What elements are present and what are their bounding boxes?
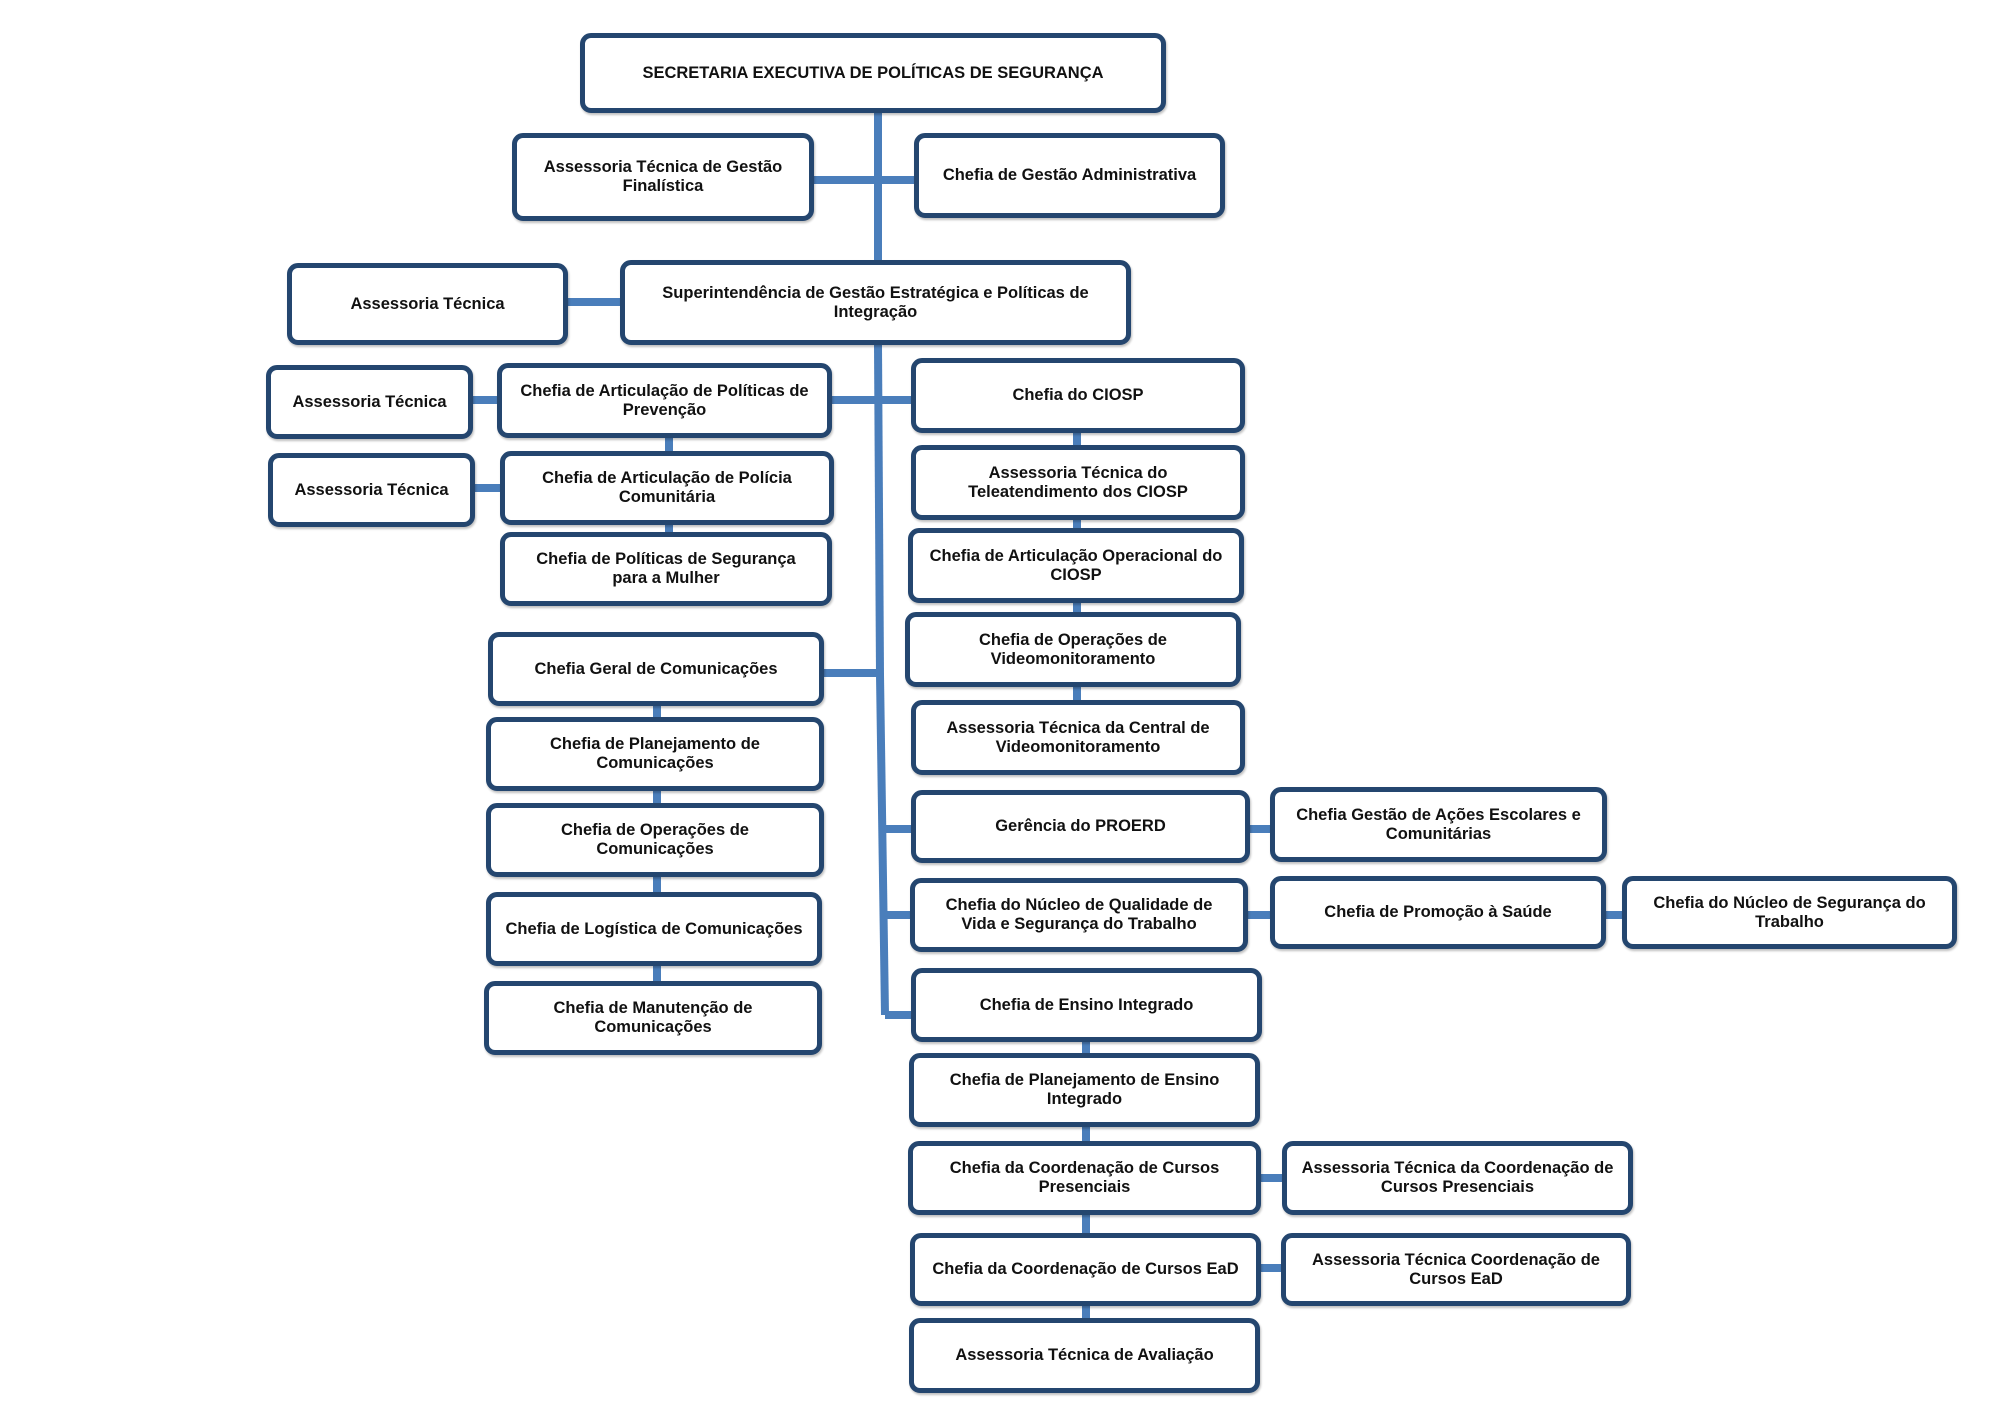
node-assessoria-tecnica-gestao-finalistica: Assessoria Técnica de Gestão Finalística (512, 133, 814, 221)
node-label: Assessoria Técnica da Central de Videomo… (946, 718, 1210, 756)
node-label: Chefia de Planejamento de Comunicações (550, 735, 760, 772)
node-chefia-ciosp: Chefia do CIOSP (911, 358, 1245, 433)
node-label: Chefia de Operações de Videomonitorament… (979, 630, 1167, 668)
node-label: Chefia Gestão de Ações Escolares e Comun… (1296, 805, 1581, 843)
node-assessoria-tecnica-prevencao: Assessoria Técnica (266, 365, 473, 439)
node-assessoria-teleatendimento: Assessoria Técnica do Teleatendimento do… (911, 445, 1245, 520)
node-label: Chefia do Núcleo de Segurança do Trabalh… (1653, 893, 1926, 931)
node-label: Assessoria Técnica (350, 294, 505, 313)
node-label: Chefia de Políticas de Segurança para a … (536, 550, 796, 587)
node-label: Chefia de Planejamento de Ensino Integra… (949, 1071, 1220, 1108)
node-label: Assessoria Técnica da Coordenação de Cur… (1301, 1159, 1614, 1196)
node-chefia-geral-comunicacoes: Chefia Geral de Comunicações (488, 632, 824, 706)
node-chefia-ensino-integrado: Chefia de Ensino Integrado (911, 968, 1262, 1042)
node-chefia-planejamento-ensino: Chefia de Planejamento de Ensino Integra… (909, 1053, 1260, 1127)
node-label: Chefia de Operações de Comunicações (561, 821, 749, 858)
connector-trunk-main (874, 344, 884, 676)
node-label: Chefia de Promoção à Saúde (1324, 903, 1552, 921)
node-chefia-nucleo-qualidade-vida: Chefia do Núcleo de Qualidade de Vida e … (910, 878, 1248, 952)
node-assessoria-tecnica-policia-comunitaria: Assessoria Técnica (268, 453, 475, 527)
node-chefia-cursos-presenciais: Chefia da Coordenação de Cursos Presenci… (908, 1141, 1261, 1215)
node-label: Assessoria Técnica Coordenação de Cursos… (1312, 1250, 1600, 1288)
node-label: Chefia de Gestão Administrativa (942, 166, 1197, 184)
node-label: SECRETARIA EXECUTIVA DE POLÍTICAS DE SEG… (642, 63, 1104, 82)
node-chefia-manutencao-comunicacoes: Chefia de Manutenção de Comunicações (484, 981, 822, 1055)
node-chefia-gestao-administrativa: Chefia de Gestão Administrativa (914, 133, 1225, 218)
node-label: Chefia da Coordenação de Cursos EaD (932, 1260, 1239, 1278)
node-superintendencia: Superintendência de Gestão Estratégica e… (620, 260, 1131, 345)
node-label: Assessoria Técnica (292, 392, 447, 411)
node-assessoria-avaliacao: Assessoria Técnica de Avaliação (909, 1318, 1260, 1393)
node-assessoria-tecnica-superintendencia: Assessoria Técnica (287, 263, 568, 345)
node-chefia-logistica-comunicacoes: Chefia de Logística de Comunicações (486, 892, 822, 966)
node-label: Chefia do Núcleo de Qualidade de Vida e … (945, 896, 1213, 933)
connector-trunk-lower (876, 674, 889, 1016)
node-chefia-cursos-ead: Chefia da Coordenação de Cursos EaD (910, 1233, 1261, 1306)
node-label: Chefia Geral de Comunicações (534, 659, 778, 678)
node-label: Chefia de Logística de Comunicações (505, 919, 803, 938)
node-chefia-gestao-acoes-escolares: Chefia Gestão de Ações Escolares e Comun… (1270, 787, 1607, 862)
node-label: Assessoria Técnica (294, 480, 449, 499)
node-chefia-promocao-saude: Chefia de Promoção à Saúde (1270, 876, 1606, 949)
node-label: Gerência do PROERD (995, 817, 1166, 835)
node-chefia-politicas-mulher: Chefia de Políticas de Segurança para a … (500, 532, 832, 606)
node-label: Chefia de Articulação Operacional do CIO… (929, 546, 1223, 584)
node-chefia-nucleo-seguranca-trabalho: Chefia do Núcleo de Segurança do Trabalh… (1622, 876, 1957, 949)
node-chefia-planejamento-comunicacoes: Chefia de Planejamento de Comunicações (486, 717, 824, 791)
node-label: Chefia de Ensino Integrado (979, 995, 1194, 1014)
node-secretaria: SECRETARIA EXECUTIVA DE POLÍTICAS DE SEG… (580, 33, 1166, 113)
node-chefia-articulacao-policia-comunitaria: Chefia de Articulação de Polícia Comunit… (500, 451, 834, 525)
node-label: Chefia da Coordenação de Cursos Presenci… (949, 1159, 1220, 1196)
node-gerencia-proerd: Gerência do PROERD (911, 790, 1250, 863)
node-assessoria-cursos-ead: Assessoria Técnica Coordenação de Cursos… (1281, 1233, 1631, 1306)
node-assessoria-central-videomonitoramento: Assessoria Técnica da Central de Videomo… (911, 700, 1245, 775)
node-label: Superintendência de Gestão Estratégica e… (662, 283, 1089, 321)
node-label: Chefia de Articulação de Polícia Comunit… (542, 469, 792, 506)
node-label: Chefia de Articulação de Políticas de Pr… (520, 381, 809, 419)
node-label: Assessoria Técnica de Avaliação (955, 1346, 1214, 1364)
node-chefia-articulacao-prevencao: Chefia de Articulação de Políticas de Pr… (497, 363, 832, 438)
node-label: Assessoria Técnica do Teleatendimento do… (968, 463, 1188, 501)
node-assessoria-cursos-presenciais: Assessoria Técnica da Coordenação de Cur… (1282, 1141, 1633, 1215)
node-label: Assessoria Técnica de Gestão Finalística (543, 158, 783, 195)
node-chefia-articulacao-operacional: Chefia de Articulação Operacional do CIO… (908, 528, 1244, 603)
node-chefia-operacoes-videomonitoramento: Chefia de Operações de Videomonitorament… (905, 612, 1241, 687)
node-label: Chefia de Manutenção de Comunicações (553, 999, 753, 1036)
node-chefia-operacoes-comunicacoes: Chefia de Operações de Comunicações (486, 803, 824, 877)
node-label: Chefia do CIOSP (1012, 386, 1144, 404)
